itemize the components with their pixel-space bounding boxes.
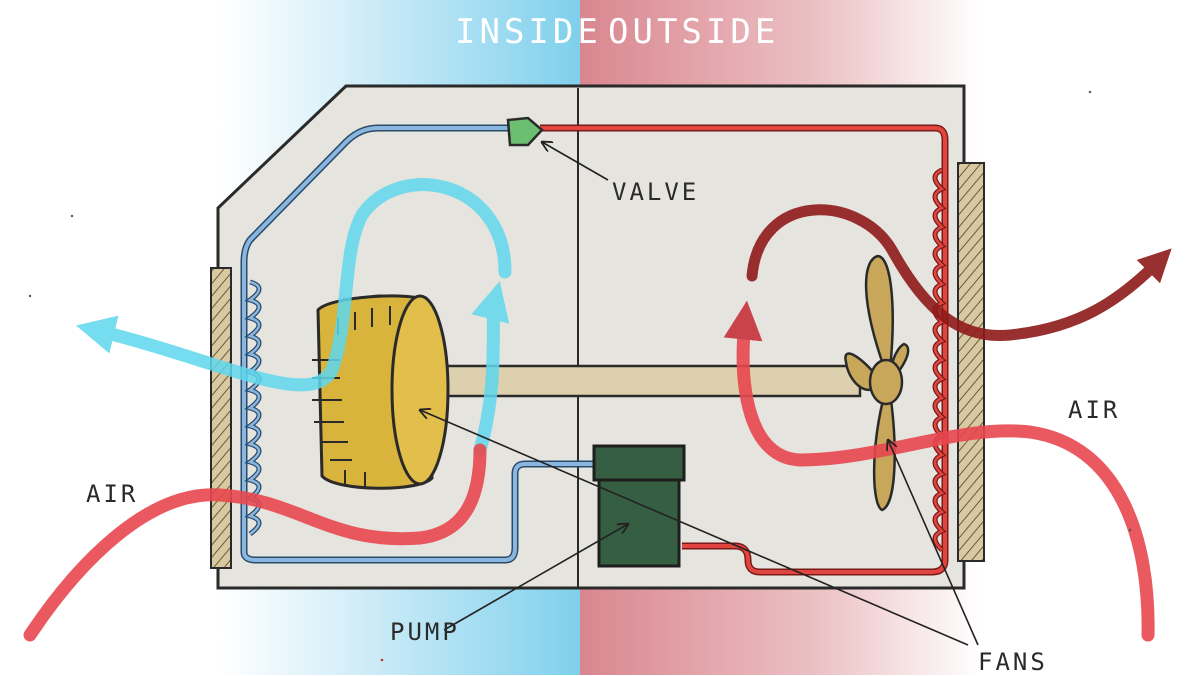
valve-leader	[542, 142, 609, 181]
pump-icon	[592, 444, 686, 568]
inside-label: INSIDE	[455, 12, 602, 52]
left-vent	[210, 267, 232, 569]
cold-air-arrow	[471, 281, 510, 457]
hot-air-in-right	[723, 300, 1155, 642]
fans-leader-drum	[420, 410, 969, 646]
hot-coil-fill	[933, 168, 945, 551]
speckle	[1088, 90, 1092, 94]
fans-leader-prop	[888, 440, 979, 646]
valve-icon	[506, 116, 544, 147]
shaft	[408, 364, 862, 398]
air-label-left: AIR	[86, 480, 139, 508]
drum-fan-icon	[312, 294, 450, 490]
cold-coil-fill	[247, 280, 261, 536]
cold-air-loop	[76, 178, 512, 392]
speckle	[70, 214, 74, 218]
outside-label: OUTSIDE	[608, 12, 780, 52]
hot-air-exhaust	[746, 204, 1172, 342]
hot-pipe-fill	[540, 126, 947, 574]
speckle	[28, 294, 32, 298]
speckle	[380, 658, 384, 662]
hot-air-in-left	[23, 443, 487, 642]
cold-pipe-fill	[242, 126, 598, 562]
pump-label: PUMP	[390, 618, 460, 646]
speckle	[1128, 528, 1132, 532]
fans-label: FANS	[978, 648, 1048, 676]
air-label-right: AIR	[1068, 396, 1121, 424]
right-vent	[957, 162, 985, 562]
pump-leader	[443, 524, 628, 631]
valve-label: VALVE	[612, 178, 700, 206]
